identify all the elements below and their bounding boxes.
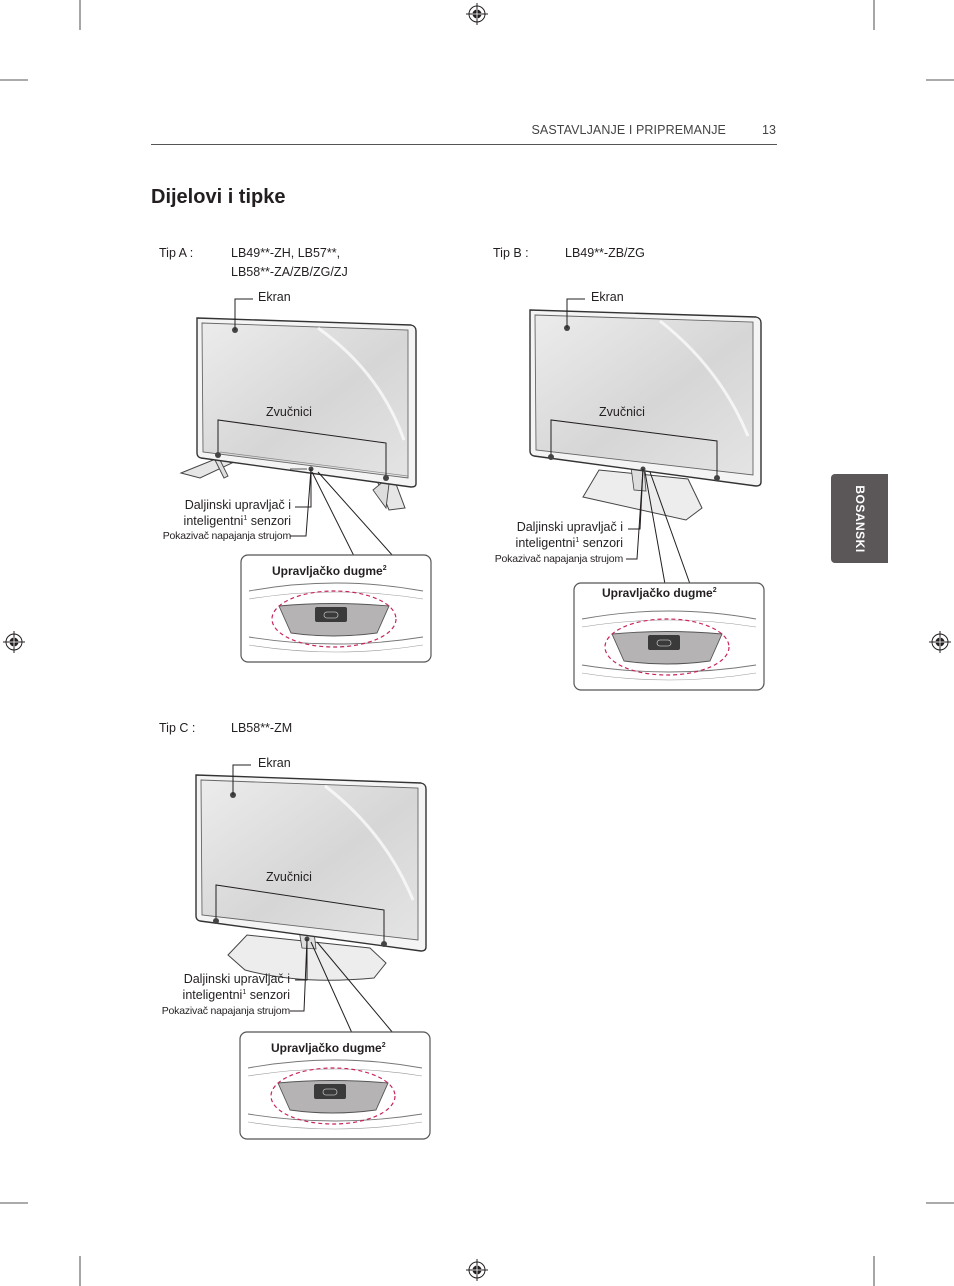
tip-b-models-line1: LB49**-ZB/ZG <box>565 246 645 260</box>
tip-b-remote-label-line1: Daljinski upravljač i <box>516 520 623 534</box>
language-tab-label: BOSANSKI <box>852 484 867 553</box>
page-title: Dijelovi i tipke <box>151 186 286 208</box>
tip-b-power-indicator-label: Pokazivač napajanja strujom <box>494 553 623 565</box>
tip-c-control-button-title: Upravljačko dugme2 <box>271 1041 386 1055</box>
tip-a-speakers-label: Zvučnici <box>266 405 312 419</box>
language-tab: BOSANSKI <box>831 474 888 563</box>
registration-mark-bottom <box>465 1258 489 1282</box>
tip-c-speakers-label: Zvučnici <box>266 870 312 884</box>
tip-a-power-indicator-label: Pokazivač napajanja strujom <box>162 530 291 542</box>
registration-mark-top <box>465 2 489 26</box>
tip-b-speakers-label: Zvučnici <box>599 405 645 419</box>
tip-b-remote-label-line2: inteligentni1 senzori <box>515 536 623 550</box>
tip-c-label: Tip C : <box>159 721 196 735</box>
header-divider <box>151 144 777 145</box>
tip-a-screen-label: Ekran <box>258 290 291 304</box>
registration-mark-right <box>928 630 952 654</box>
tip-c-remote-label-line1: Daljinski upravljač i <box>183 972 290 986</box>
tip-c-remote-label-line2: inteligentni1 senzori <box>182 988 290 1002</box>
tip-b-label: Tip B : <box>493 246 529 260</box>
tip-c-power-indicator-label: Pokazivač napajanja strujom <box>161 1005 290 1017</box>
tip-a-remote-label-line2: inteligentni1 senzori <box>183 514 291 528</box>
tv-illustration-tip-a <box>179 298 417 557</box>
registration-mark-left <box>2 630 26 654</box>
tv-illustration-tip-b <box>529 298 762 585</box>
page-number: 13 <box>762 123 776 137</box>
tip-a-models-line2: LB58**-ZA/ZB/ZG/ZJ <box>231 265 348 279</box>
tip-a-models-line1: LB49**-ZH, LB57**, <box>231 246 341 260</box>
tv-illustration-tip-c <box>195 764 427 1034</box>
tip-b-control-button-title: Upravljačko dugme2 <box>602 586 717 600</box>
section-header: SASTAVLJANJE I PRIPREMANJE <box>531 123 726 137</box>
tip-a-label: Tip A : <box>159 246 194 260</box>
tip-c-screen-label: Ekran <box>258 756 291 770</box>
tip-c-models-line1: LB58**-ZM <box>231 721 293 735</box>
tip-a-control-button-title: Upravljačko dugme2 <box>272 564 387 578</box>
tip-a-remote-label-line1: Daljinski upravljač i <box>184 498 291 512</box>
tip-b-screen-label: Ekran <box>591 290 624 304</box>
